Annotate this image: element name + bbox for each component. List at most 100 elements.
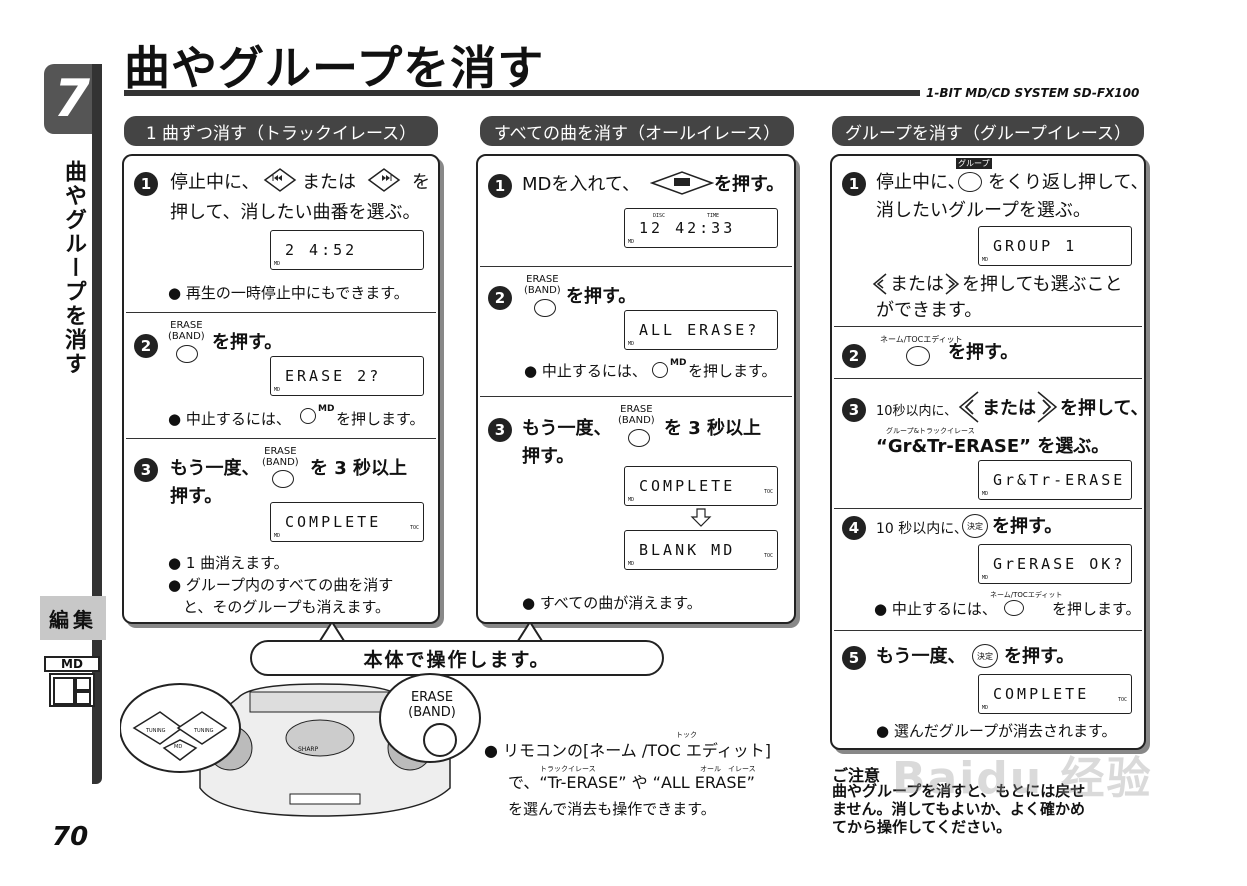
md-label: MD [174,744,183,750]
divider [834,508,1142,509]
step-text: を押す。 [212,332,283,353]
lcd-toc-mark: TOC [409,525,419,531]
step-text: を押す。 [992,516,1063,537]
erase-button-label: ERASE(BAND) [618,404,655,426]
erase-button-icon [176,345,198,363]
lcd-md-mark: MD [274,533,281,539]
remote-note-text: で、“Tr-ERASE” や “ALL ERASE” [508,773,755,792]
erase-button-icon [628,429,650,447]
arrow-down-icon [690,508,712,528]
caution-line: てから操作してください。 [832,818,1012,836]
lcd-display: COMPLETE MD TOC [624,466,778,506]
note-text: を押します。 [688,362,777,380]
lcd-md-mark: MD [274,261,281,267]
skip-forward-icon [1036,390,1058,424]
divider [480,266,792,267]
chapter-number: 7 [44,64,100,134]
divider [834,326,1142,327]
enter-button-icon: 決定 [962,514,988,538]
note-text: を押します。 [1052,600,1141,618]
banner-pointer [515,620,545,645]
unit-illustration: TUNING TUNING MD SHARP ERASE(BAND) [119,668,490,820]
step-text: を 3 秒以上 [664,418,762,439]
model-label: 1-BIT MD/CD SYSTEM SD-FX100 [926,86,1140,100]
lcd-text: GROUP 1 [993,237,1078,255]
step-number: 1 [488,174,512,198]
step-text: “Gr&Tr-ERASE” を選ぶ。 [876,436,1110,457]
ruby-text: オール イレース [700,765,756,773]
lcd-md-mark: MD [628,341,635,347]
step-text: もう一度、 [876,646,966,667]
step-text: を押す。 [714,174,785,195]
caution-heading: ご注意 [832,766,881,785]
md-label: MD [670,358,687,368]
watermark: Baidu 经验 [892,753,1153,804]
lcd-display: COMPLETE MD TOC [978,674,1132,714]
md-tag-label: MD [61,657,83,671]
md-eject-button-icon [649,170,715,196]
page-number: 70 [52,822,89,852]
step-number: 3 [488,418,512,442]
lcd-display: GROUP 1 MD [978,226,1132,266]
step-text: または [302,172,356,193]
md-stop-button-icon [300,408,316,424]
lcd-md-mark: MD [982,491,989,497]
step-text: MDを入れて、 [522,174,640,195]
step-text: ができます。 [876,300,983,321]
step-text: または [982,398,1036,419]
caution-line: 曲やグループを消すと、もとには戻せ [832,782,1086,800]
step-text: または [890,274,944,295]
lcd-md-mark: MD [274,387,281,393]
lcd-display: 2 4:52 MD [270,230,424,270]
tuning-down-button-icon [262,166,298,194]
lcd-display: ERASE 2? MD [270,356,424,396]
note-text: と、そのグループも消えます。 [168,598,391,616]
divider [834,630,1142,631]
tuning-up-button-icon [366,166,402,194]
step-number: 1 [134,172,158,196]
step-text: を [412,172,430,193]
step-number: 4 [842,516,866,540]
remote-note-text: ● リモコンの[ネーム /TOC エディット] [484,741,772,760]
remote-note-text: を選んで消去も操作できます。 [508,800,716,818]
lcd-display: COMPLETE MD TOC [270,502,424,542]
step-text: をくり返し押して、 [988,172,1149,193]
lcd-md-mark: MD [628,239,635,245]
tuning-label: TUNING [146,728,166,734]
step-text: 押す。 [170,486,223,507]
step-number: 3 [842,398,866,422]
erase-button-label: ERASE(BAND) [168,320,205,342]
group-button-label: グループ [956,158,992,169]
lcd-time-label: TIME [707,213,720,219]
chapter-vertical-title: 曲やグループを消す [61,160,86,376]
name-toc-edit-label: ネーム/TOCエディット [990,591,1063,599]
erase-button-label: ERASE(BAND) [408,690,456,720]
name-toc-edit-button-icon [1004,600,1024,616]
column-header-track-erase: 1 曲ずつ消す（トラックイレース） [124,116,438,146]
note-text: ● 選んだグループが消去されます。 [876,722,1117,740]
divider [480,396,792,397]
step-text: 消したいグループを選ぶ。 [876,200,1091,221]
divider [126,438,436,439]
enter-button-icon: 決定 [972,644,998,668]
erase-button-icon [272,470,294,488]
ruby-text: トラックイレース [540,765,596,773]
title-underline [124,90,920,96]
note-text: ● 中止するには、 [874,600,997,618]
step-text: 10秒以内に、 [876,404,958,419]
lcd-text: 12 42:33 [639,219,736,237]
erase-button-label: ERASE(BAND) [524,274,561,296]
lcd-display: ALL ERASE? MD [624,310,778,350]
step-text: 停止中に、 [170,172,260,193]
banner-pointer [317,620,347,645]
lcd-text: BLANK MD [639,541,736,559]
lcd-toc-mark: TOC [763,489,773,495]
section-tab: 編集 [40,596,106,640]
erase-button-icon [534,299,556,317]
lcd-md-mark: MD [628,561,635,567]
lcd-text: Gr&Tr-ERASE [993,471,1126,489]
column-header-group-erase: グループを消す（グループイレース） [832,116,1144,146]
group-button-icon [958,172,982,192]
step-text: 押して、消したい曲番を選ぶ。 [170,202,421,223]
step-number: 2 [842,344,866,368]
